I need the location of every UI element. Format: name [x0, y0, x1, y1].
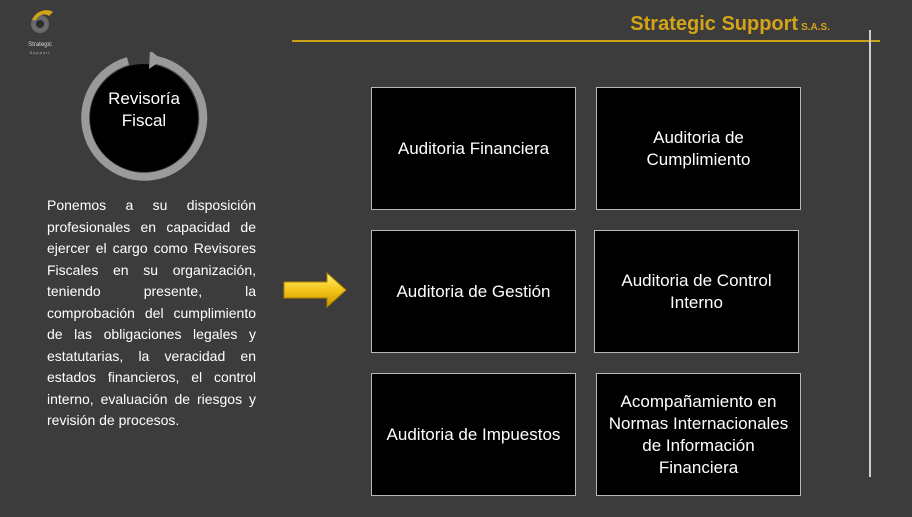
card-auditoria-financiera[interactable]: Auditoria Financiera	[371, 87, 576, 210]
card-auditoria-control-interno[interactable]: Auditoria de Control Interno	[594, 230, 799, 353]
side-divider	[869, 30, 871, 477]
service-description: Ponemos a su disposición profesionales e…	[47, 197, 256, 428]
brand-suffix: S.A.S.	[801, 22, 830, 33]
company-logo: Strategic Support	[20, 6, 60, 56]
logo-subname: Support	[29, 50, 51, 55]
card-niif[interactable]: Acompañamiento en Normas Internacionales…	[596, 373, 801, 496]
revisoria-title: Revisoría Fiscal	[108, 89, 180, 130]
cycle-arrow-icon	[81, 52, 208, 181]
card-auditoria-gestion[interactable]: Auditoria de Gestión	[371, 230, 576, 353]
card-auditoria-cumplimiento[interactable]: Auditoria de Cumplimiento	[596, 87, 801, 210]
logo-text: Strategic Support	[20, 42, 60, 56]
right-arrow-icon	[283, 272, 347, 308]
revisoria-badge: Revisoría Fiscal	[78, 52, 210, 184]
brand-name: Strategic Support	[630, 13, 799, 35]
logo-name: Strategic	[28, 42, 52, 48]
header-divider	[292, 40, 880, 42]
card-auditoria-impuestos[interactable]: Auditoria de Impuestos	[371, 373, 576, 496]
logo-swirl-icon	[31, 10, 53, 33]
